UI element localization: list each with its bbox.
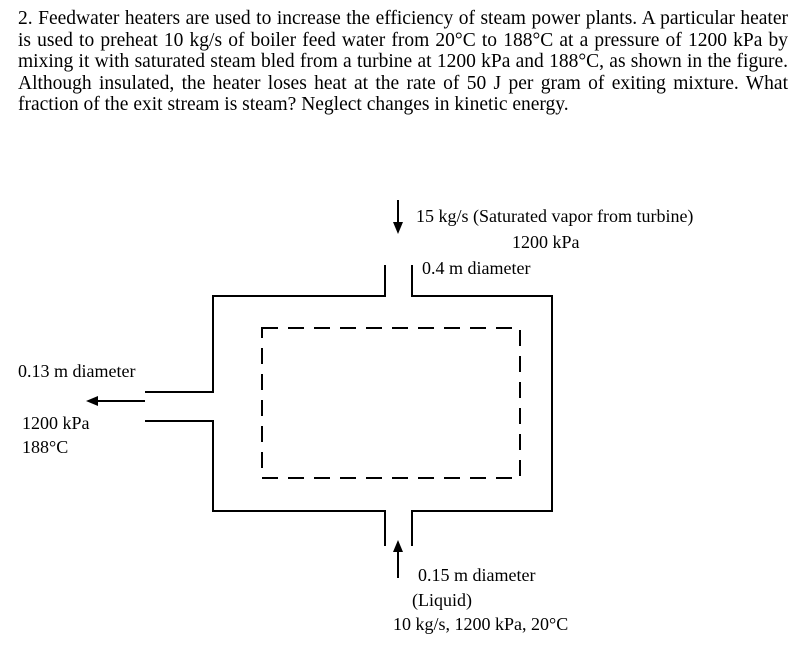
exit-pressure-label: 1200 kPa xyxy=(22,413,90,433)
heater-outer-wall-right xyxy=(411,265,553,546)
liquid-inlet-conditions-label: 10 kg/s, 1200 kPa, 20°C xyxy=(393,614,569,634)
problem-statement: 2. Feedwater heaters are used to increas… xyxy=(18,8,788,116)
heater-outer-wall xyxy=(145,265,386,393)
heater-outer-wall-bottom-left xyxy=(145,420,386,546)
exit-temperature-label: 188°C xyxy=(22,437,69,457)
steam-inlet-arrow xyxy=(393,200,403,234)
liquid-inlet-arrow xyxy=(393,540,403,578)
steam-inlet-flow-label: 15 kg/s (Saturated vapor from turbine) xyxy=(416,206,694,226)
liquid-inlet-diameter-label: 0.15 m diameter xyxy=(418,565,536,585)
liquid-inlet-phase-label: (Liquid) xyxy=(412,590,472,610)
exit-diameter-label: 0.13 m diameter xyxy=(18,361,136,381)
steam-inlet-diameter-label: 0.4 m diameter xyxy=(422,258,531,278)
exit-stream-arrow xyxy=(86,396,145,406)
control-volume-boundary xyxy=(261,327,521,479)
steam-inlet-pressure-label: 1200 kPa xyxy=(512,232,580,252)
